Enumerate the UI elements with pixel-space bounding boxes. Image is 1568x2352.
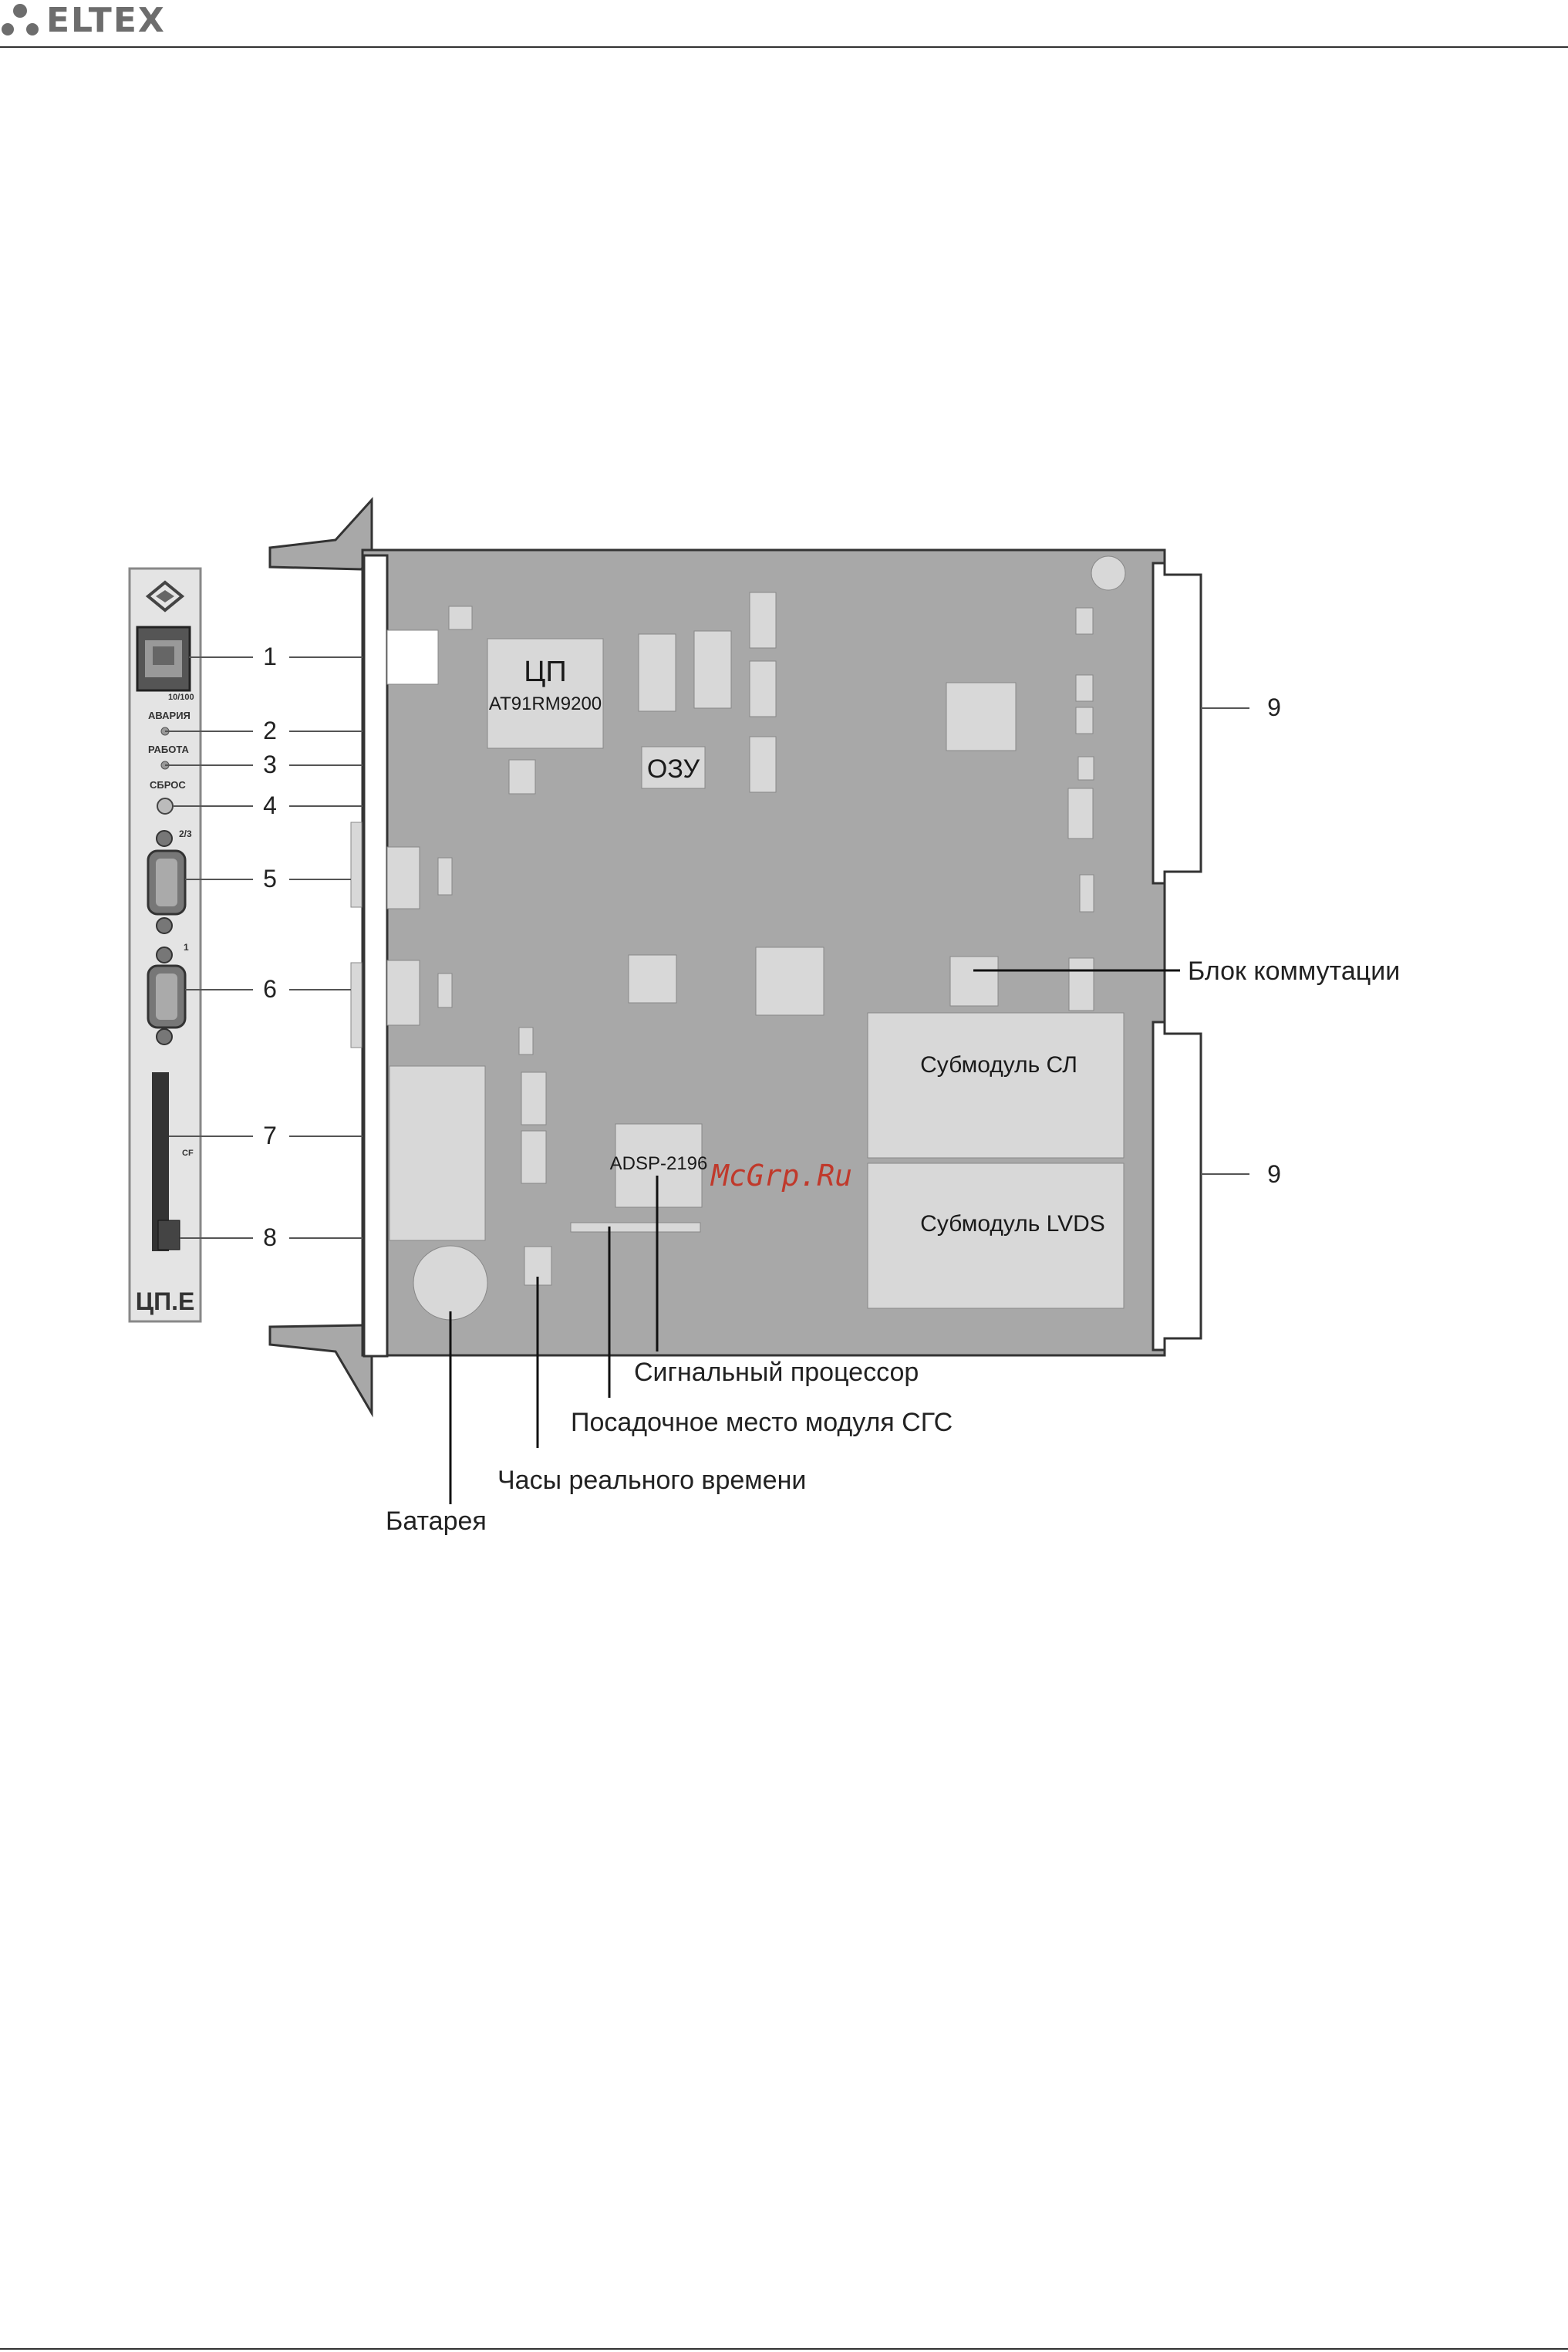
footer-rule xyxy=(0,2348,1568,2350)
switch-block-chip xyxy=(950,957,998,1006)
backplane-connector-bottom xyxy=(1153,1022,1201,1350)
reset-label: СБРОС xyxy=(150,779,186,791)
callout-1: 1 xyxy=(263,643,277,670)
callout-2: 2 xyxy=(263,717,277,744)
ejector-lever-top xyxy=(270,500,372,569)
screw-icon xyxy=(157,831,172,846)
callout-9-top: 9 xyxy=(1267,693,1281,721)
callout-4: 4 xyxy=(263,791,277,819)
battery-label: Батарея xyxy=(386,1507,487,1536)
ram-label: ОЗУ xyxy=(647,754,700,784)
cf-label: CF xyxy=(182,1149,194,1158)
watermark: McGrp.Ru xyxy=(710,1159,852,1193)
led-work-label: РАБОТА xyxy=(148,744,189,755)
cpu-title: ЦП xyxy=(524,656,566,688)
callout-3: 3 xyxy=(263,751,277,778)
front-panel: 10/100 АВАРИЯ РАБОТА СБРОС 2/3 1 CF ЦП.Е xyxy=(130,569,201,1321)
callout-5: 5 xyxy=(263,865,277,893)
reset-button-icon xyxy=(157,798,173,814)
callout-9-bottom: 9 xyxy=(1267,1160,1281,1188)
dsp-model: ADSP-2196 xyxy=(610,1153,708,1174)
screw-icon xyxy=(157,918,172,933)
switch-block-label: Блок коммутации xyxy=(1188,957,1400,986)
serial-port-1-icon xyxy=(148,966,185,1028)
cf-eject-icon xyxy=(158,1220,180,1250)
pcb-board: ЦП AT91RM9200 ОЗУ Субмодуль СЛ Субмодуль… xyxy=(270,500,1201,1413)
port-1-label: 1 xyxy=(184,942,189,953)
sgs-slot-label: Посадочное место модуля СГС xyxy=(571,1408,953,1437)
panel-name: ЦП.Е xyxy=(136,1287,195,1315)
rj45-block xyxy=(387,630,438,684)
screw-icon xyxy=(157,1029,172,1044)
submodule-sl xyxy=(868,1013,1124,1158)
eth-speed-label: 10/100 xyxy=(168,693,194,702)
callout-6: 6 xyxy=(263,975,277,1003)
callout-8: 8 xyxy=(263,1223,277,1251)
ram-chip xyxy=(639,634,676,711)
sgs-slot xyxy=(571,1223,700,1232)
submodule-lvds-label: Субмодуль LVDS xyxy=(920,1211,1105,1237)
ejector-lever-bottom xyxy=(270,1325,372,1413)
ethernet-port-icon xyxy=(137,627,190,690)
led-alarm-label: АВАРИЯ xyxy=(148,710,191,721)
ram-chip xyxy=(694,631,731,708)
callout-7: 7 xyxy=(263,1122,277,1149)
dsp-label: Сигнальный процессор xyxy=(634,1358,919,1387)
port-23-label: 2/3 xyxy=(179,828,192,839)
screw-icon xyxy=(157,947,172,963)
submodule-sl-label: Субмодуль СЛ xyxy=(920,1052,1077,1078)
battery-icon xyxy=(413,1246,487,1320)
backplane-connector-top xyxy=(1153,563,1201,883)
cpu-model: AT91RM9200 xyxy=(489,693,602,714)
serial-port-23-icon xyxy=(148,851,185,914)
rtc-label: Часы реального времени xyxy=(497,1466,806,1495)
